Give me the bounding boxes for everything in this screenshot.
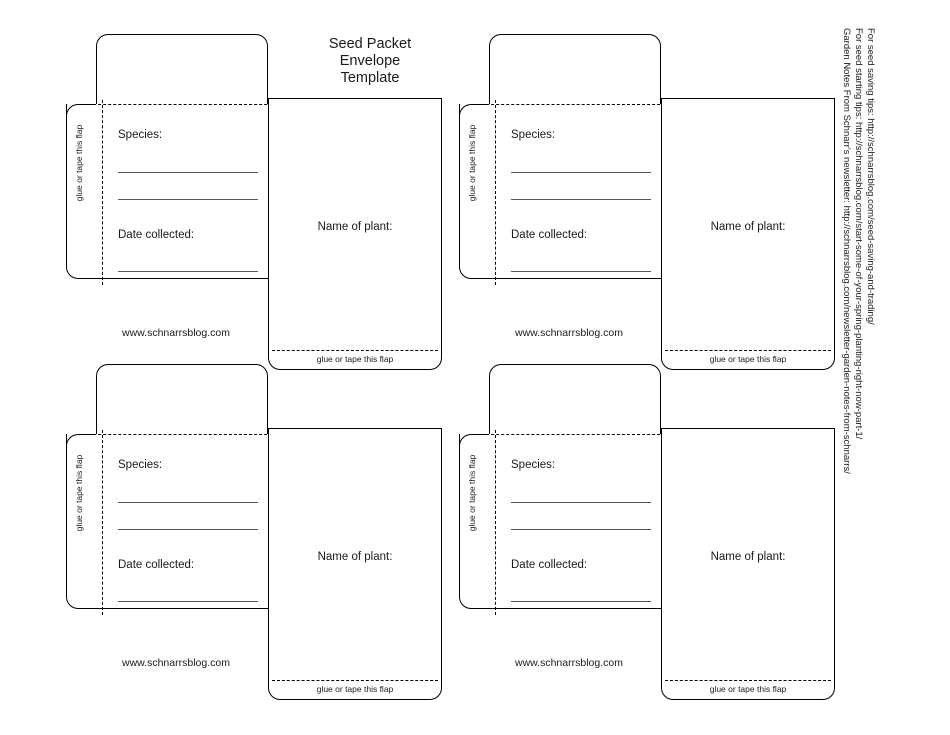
date-collected-write-line [511,601,651,602]
site-url: www.schnarrsblog.com [515,327,623,339]
species-label: Species: [511,459,556,471]
envelope-template-1: glue or tape this flap Species: Date col… [62,30,442,375]
main-panel [66,104,268,279]
right-panel: Name of plant: [661,98,835,370]
glue-flap-side-label: glue or tape this flap [74,454,84,532]
name-of-plant-label: Name of plant: [317,221,393,233]
glue-flap-bottom-label: glue or tape this flap [316,354,394,364]
reference-links: For seed saving tips: http://schnarrsblo… [830,28,880,688]
species-write-line-1 [118,172,258,173]
site-url: www.schnarrsblog.com [515,657,623,669]
page-title-line-3: Template [340,70,400,86]
glue-flap-side-label: glue or tape this flap [467,454,477,532]
glue-flap-bottom-label: glue or tape this flap [709,354,787,364]
glue-flap-side-label: glue or tape this flap [467,124,477,202]
species-write-line-1 [511,172,651,173]
main-panel [459,434,661,609]
right-panel: Name of plant: [661,428,835,700]
fold-line-top [78,104,408,105]
reference-link-seed-starting[interactable]: For seed starting tips: http://schnarrsb… [853,28,864,440]
main-panel [66,434,268,609]
date-collected-label: Date collected: [511,229,588,241]
fold-line-left [102,430,103,615]
top-flap [96,364,268,436]
fold-line-left [495,430,496,615]
fold-line-top [471,434,801,435]
species-write-line-2 [118,199,258,200]
date-collected-write-line [118,601,258,602]
name-of-plant-label: Name of plant: [710,551,786,563]
top-flap [489,364,661,436]
glue-flap-bottom-label: glue or tape this flap [709,684,787,694]
envelope-template-2: glue or tape this flap Species: Date col… [455,30,835,375]
species-write-line-1 [118,502,258,503]
date-collected-write-line [118,271,258,272]
glue-flap-side-label: glue or tape this flap [74,124,84,202]
glue-flap-bottom-label: glue or tape this flap [316,684,394,694]
fold-line-bottom [272,680,438,681]
date-collected-label: Date collected: [511,559,588,571]
fold-line-top [471,104,801,105]
page-title-line-2: Envelope [339,53,401,69]
fold-line-left [495,100,496,285]
fold-line-top [78,434,408,435]
species-label: Species: [118,459,163,471]
species-write-line-2 [511,199,651,200]
reference-link-garden-notes[interactable]: Garden Notes From Schnarr's newsletter: … [841,28,852,474]
envelope-template-4: glue or tape this flap Species: Date col… [455,360,835,705]
page-title: Seed Packet Envelope Template [280,36,460,87]
top-flap [489,34,661,106]
species-label: Species: [118,129,163,141]
species-label: Species: [511,129,556,141]
fold-line-bottom [272,350,438,351]
envelope-template-3: glue or tape this flap Species: Date col… [62,360,442,705]
fold-line-bottom [665,680,831,681]
species-write-line-2 [118,529,258,530]
date-collected-label: Date collected: [118,229,195,241]
fold-line-left [102,100,103,285]
site-url: www.schnarrsblog.com [122,327,230,339]
name-of-plant-label: Name of plant: [710,221,786,233]
name-of-plant-label: Name of plant: [317,551,393,563]
fold-line-bottom [665,350,831,351]
main-panel [459,104,661,279]
reference-link-seed-saving[interactable]: For seed saving tips: http://schnarrsblo… [865,28,876,325]
page-title-line-1: Seed Packet [328,36,412,52]
species-write-line-2 [511,529,651,530]
date-collected-write-line [511,271,651,272]
date-collected-label: Date collected: [118,559,195,571]
right-panel: Name of plant: [268,98,442,370]
right-panel: Name of plant: [268,428,442,700]
species-write-line-1 [511,502,651,503]
top-flap [96,34,268,106]
site-url: www.schnarrsblog.com [122,657,230,669]
